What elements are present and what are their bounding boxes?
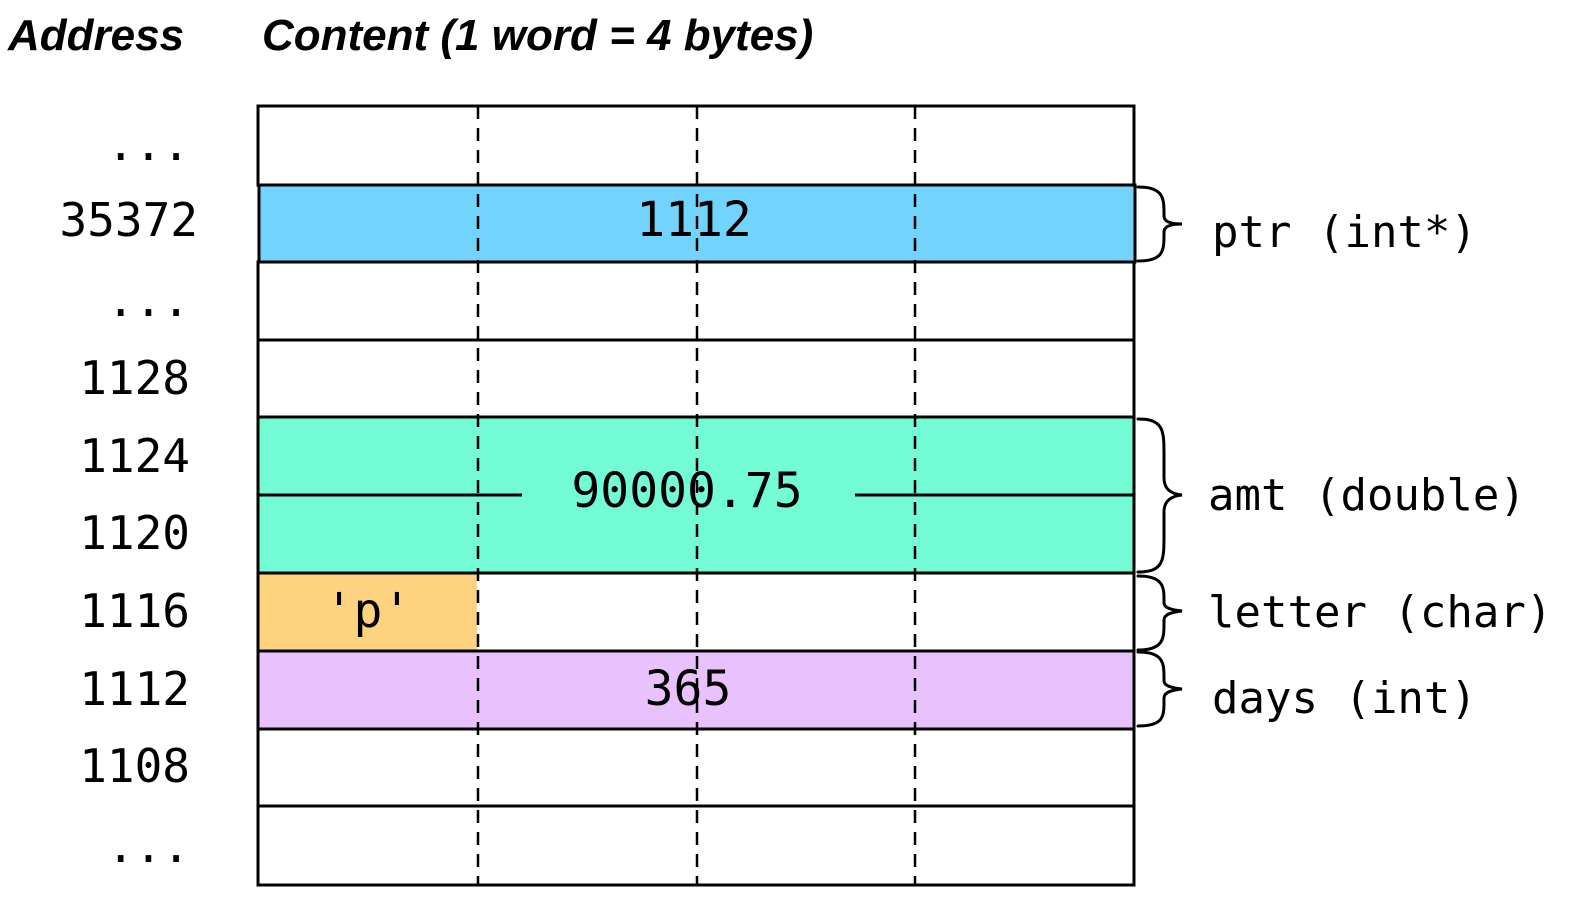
address-label: 1108 <box>79 739 190 793</box>
address-column: ... 35372 ... 1128 1124 1120 1116 1112 1… <box>60 117 198 873</box>
variable-label-days: days (int) <box>1212 673 1477 724</box>
byte-separators <box>476 106 917 885</box>
ptr-value: 1112 <box>636 192 752 248</box>
content-header: Content (1 word = 4 bytes) <box>262 11 813 60</box>
ptr-brace <box>1136 185 1183 263</box>
address-label: 1120 <box>79 506 190 560</box>
address-label: 1116 <box>79 584 190 638</box>
variable-labels: ptr (int*) amt (double) letter (char) da… <box>1208 207 1552 724</box>
variable-braces <box>1136 185 1183 728</box>
address-label: ... <box>107 117 190 171</box>
letter-brace <box>1136 574 1183 652</box>
days-value: 365 <box>645 661 732 717</box>
letter-cell-fill <box>258 573 477 651</box>
address-label: 1128 <box>79 351 190 405</box>
address-label: ... <box>107 273 190 327</box>
variable-label-amt: amt (double) <box>1208 470 1526 521</box>
address-label: 1124 <box>79 429 190 483</box>
address-label: 35372 <box>60 193 198 247</box>
address-label: 1112 <box>79 662 190 716</box>
address-label: ... <box>107 819 190 873</box>
variable-label-letter: letter (char) <box>1208 587 1552 638</box>
days-brace <box>1136 650 1183 728</box>
variable-label-ptr: ptr (int*) <box>1212 207 1477 258</box>
address-header: Address <box>7 11 184 60</box>
amt-value: 90000.75 <box>571 463 802 519</box>
value-labels: 1112 90000.75 'p' 365 <box>325 192 803 717</box>
letter-value: 'p' <box>325 583 412 639</box>
amt-brace <box>1136 417 1183 574</box>
